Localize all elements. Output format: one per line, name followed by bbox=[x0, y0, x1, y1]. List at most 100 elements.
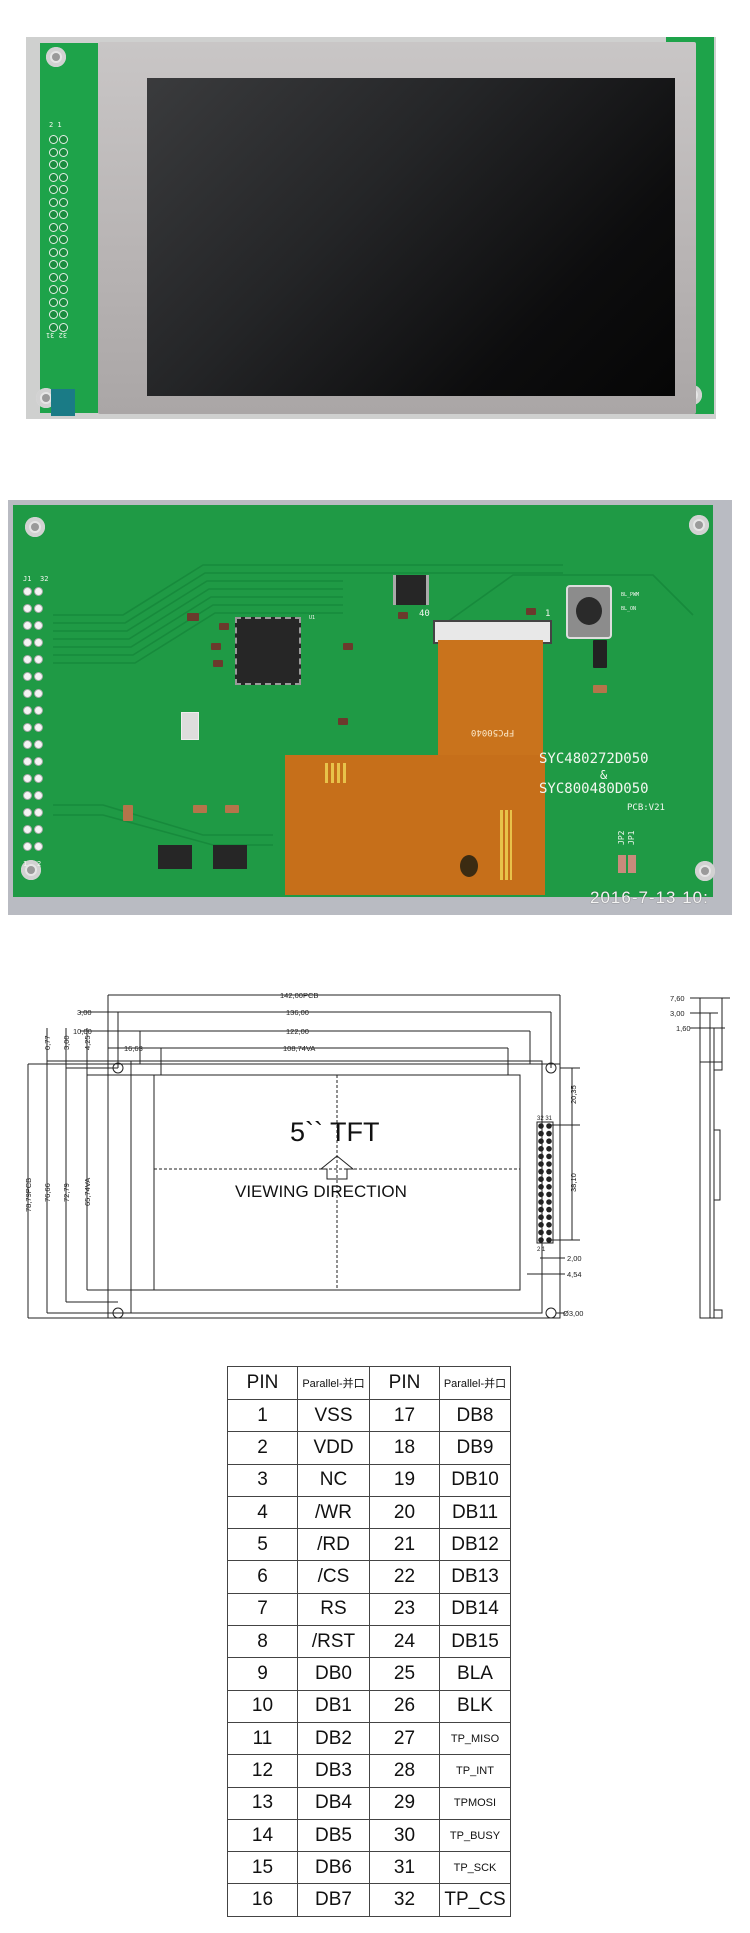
pin-hole-icon bbox=[23, 808, 32, 817]
model-line-2: SYC800480D050 bbox=[539, 781, 649, 797]
header-pin-icon bbox=[546, 1206, 552, 1213]
pin-number: 6 bbox=[227, 1560, 298, 1594]
pin-number: 3 bbox=[227, 1463, 298, 1497]
pin-signal: /CS bbox=[297, 1560, 370, 1594]
smd-component bbox=[193, 805, 207, 813]
lcd-front-photo: 2 1 32 31 bbox=[26, 37, 716, 419]
col-parallel: Parallel-并口 bbox=[297, 1366, 370, 1400]
smd-component bbox=[398, 612, 408, 619]
table-header-row: PIN Parallel-并口 PIN Parallel-并口 bbox=[227, 1366, 511, 1400]
header-pin-icon bbox=[538, 1199, 544, 1205]
pin-hole-icon bbox=[49, 197, 58, 207]
pin-hole-icon bbox=[49, 147, 58, 157]
pin-hole-icon bbox=[59, 147, 68, 157]
pin-hole-icon bbox=[34, 825, 43, 834]
dim-offset-3: 3,00 bbox=[77, 1008, 92, 1017]
hdr-label-top: 32 31 bbox=[537, 1116, 553, 1122]
pin-hole-icon bbox=[23, 706, 32, 715]
pin-signal: RS bbox=[297, 1592, 370, 1627]
pin-signal: DB8 bbox=[439, 1398, 511, 1433]
side-dim-760: 7,60 bbox=[670, 994, 685, 1003]
pin-signal: DB4 bbox=[297, 1786, 370, 1820]
pin-hole-icon bbox=[23, 723, 32, 732]
dim-pcb-height: 78,79PCB bbox=[24, 1178, 33, 1212]
pin-hole-icon bbox=[59, 210, 68, 219]
dim-header-span: 38,10 bbox=[569, 1173, 578, 1192]
header-label-32: 32 bbox=[40, 575, 49, 583]
header-pin-icon bbox=[546, 1176, 552, 1182]
pcb-version: PCB:V21 bbox=[627, 803, 665, 813]
dim-hole: Ø3,00 bbox=[563, 1309, 583, 1318]
header-pin-icon bbox=[546, 1161, 552, 1167]
pin-hole-icon bbox=[23, 825, 32, 834]
pin-hole-icon bbox=[59, 135, 68, 144]
pin-hole-icon bbox=[49, 160, 58, 169]
pin-hole-icon bbox=[34, 808, 43, 817]
header-pin-icon bbox=[546, 1222, 552, 1228]
pin-number: 9 bbox=[227, 1657, 298, 1691]
pin-hole-icon bbox=[23, 757, 32, 766]
pin-number: 17 bbox=[369, 1398, 440, 1433]
pin-hole-icon bbox=[23, 621, 32, 630]
header-pin-icon bbox=[546, 1123, 552, 1129]
pin-number: 5 bbox=[227, 1528, 298, 1562]
pin-signal: NC bbox=[297, 1463, 370, 1497]
smd-component bbox=[225, 805, 239, 813]
pin-number: 4 bbox=[227, 1495, 298, 1530]
pin-hole-icon bbox=[59, 310, 68, 319]
mount-hole-icon bbox=[21, 860, 41, 880]
dimension-drawing-svg: 142,00PCB 136,00 122,00 108,74VA 3,00 10… bbox=[24, 991, 730, 1319]
pin-hole-icon bbox=[23, 842, 32, 851]
header-label-2: 2 bbox=[37, 860, 42, 868]
pin-number: 2 bbox=[227, 1431, 298, 1465]
pin-signal: BLA bbox=[439, 1657, 511, 1691]
pin-number: 13 bbox=[227, 1786, 298, 1820]
regulator-u4 bbox=[158, 845, 192, 869]
pin-hole-icon bbox=[59, 172, 68, 182]
inductor-l1 bbox=[566, 585, 612, 639]
header-pin-icon bbox=[538, 1123, 544, 1129]
pin-signal: TP_SCK bbox=[439, 1851, 511, 1885]
regulator-u5 bbox=[213, 845, 247, 869]
pin-hole-icon bbox=[49, 297, 58, 307]
dim-pitch: 2,00 bbox=[567, 1254, 582, 1263]
pin-hole-icon bbox=[34, 740, 43, 749]
smd-component bbox=[338, 718, 348, 725]
pin-hole-icon bbox=[49, 247, 58, 257]
fpc-pin-40: 40 bbox=[419, 609, 430, 619]
pin-hole-icon bbox=[23, 655, 32, 664]
pin-number: 19 bbox=[369, 1463, 440, 1497]
pin-number: 24 bbox=[369, 1625, 440, 1659]
pin-number: 16 bbox=[227, 1883, 298, 1917]
silk-bl-on: BL_ON bbox=[621, 606, 637, 612]
header-pin-icon bbox=[546, 1153, 552, 1160]
pin-hole-icon bbox=[59, 222, 68, 232]
pin-hole-icon bbox=[59, 247, 68, 257]
pin-number: 22 bbox=[369, 1560, 440, 1594]
header-pin-icon bbox=[538, 1222, 544, 1228]
pin-signal: TP_MISO bbox=[439, 1721, 511, 1756]
header-pin-icon bbox=[546, 1191, 552, 1198]
smd-component bbox=[593, 640, 607, 668]
pin-signal: DB1 bbox=[297, 1689, 370, 1723]
pin-signal: BLK bbox=[439, 1689, 511, 1723]
header-pin-icon bbox=[546, 1184, 552, 1190]
pin-hole-icon bbox=[34, 672, 43, 681]
pin-number: 14 bbox=[227, 1818, 298, 1853]
pin-hole-icon bbox=[59, 272, 68, 282]
ref-u1: U1 bbox=[309, 615, 316, 621]
side-dim-300: 3,00 bbox=[670, 1009, 685, 1018]
pin-hole-icon bbox=[23, 791, 32, 800]
header-pin-icon bbox=[538, 1138, 544, 1144]
header-pin-icon bbox=[546, 1229, 552, 1236]
dim-7666: 76,66 bbox=[43, 1183, 52, 1202]
